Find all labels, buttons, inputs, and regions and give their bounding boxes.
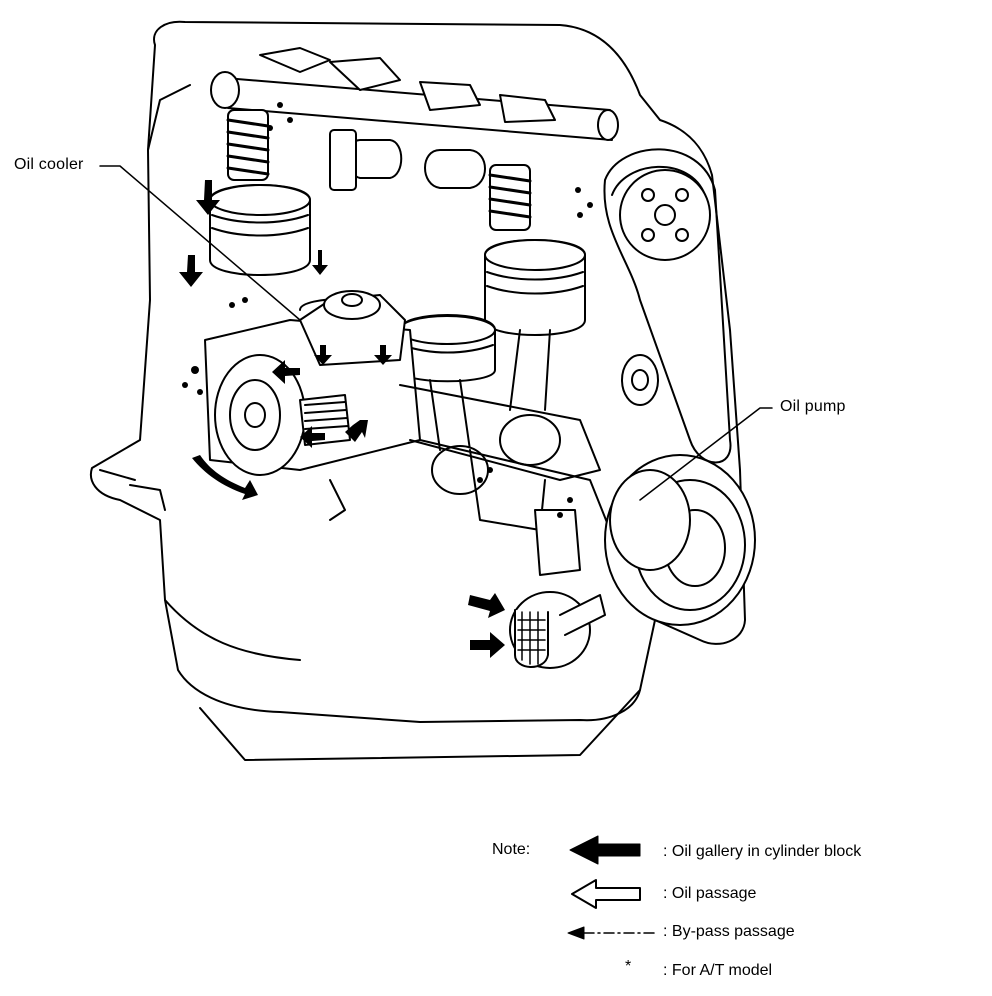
timing-belt — [603, 148, 732, 464]
oil-droplets — [182, 102, 593, 518]
oil-flow-arrows — [179, 180, 505, 658]
camshaft — [210, 47, 619, 189]
oil-pump-label: Oil pump — [780, 398, 846, 415]
legend-dash-dot-arrow-icon — [567, 926, 656, 940]
oil-strainer — [509, 591, 606, 669]
legend-item-at-model: : For A/T model — [663, 962, 773, 979]
crank-passages — [329, 384, 611, 576]
oil-cooler-assembly — [204, 290, 421, 476]
legend-solid-arrow-icon — [569, 835, 641, 865]
legend-item-bypass-passage: : By-pass passage — [663, 923, 795, 940]
legend-item-oil-passage: : Oil passage — [663, 885, 757, 902]
legend-item-oil-gallery: : Oil gallery in cylinder block — [663, 843, 862, 860]
legend-note: Note: — [492, 841, 531, 858]
oil-cooler-leader-line — [99, 165, 301, 321]
oil-pump-leader-line — [639, 407, 773, 501]
crank-pulley — [604, 454, 756, 626]
valve-springs — [226, 109, 532, 231]
legend-hollow-arrow-icon — [571, 879, 641, 909]
legend-asterisk-mark: * — [625, 958, 632, 975]
engine-block-outline — [90, 20, 746, 761]
oil-cooler-label: Oil cooler — [14, 156, 84, 173]
